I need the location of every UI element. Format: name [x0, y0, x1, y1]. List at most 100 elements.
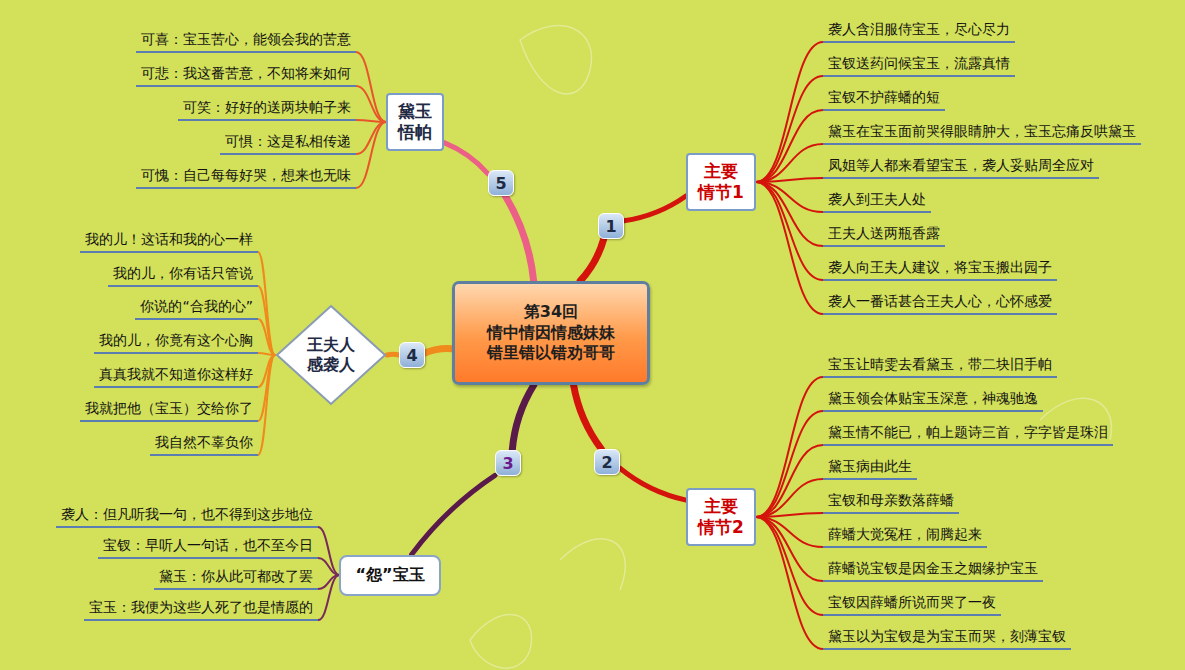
node-text: 宝钗和母亲数落薛蟠 [828, 491, 954, 509]
leaf-item: 袭人一番话甚合王夫人心，心怀感爱 [823, 291, 1057, 315]
connector [356, 122, 386, 188]
connector [580, 239, 604, 281]
leaf-item: 袭人到王夫人处 [823, 189, 931, 213]
leaf-item: 黛玉病由此生 [823, 456, 917, 480]
connector [258, 319, 275, 355]
callout-number-text: 3 [502, 454, 513, 473]
leaf-item: 可喜：宝玉苦心，能领会我的苦意 [136, 29, 356, 53]
node-text: 我的儿！这话和我的心一样 [85, 230, 253, 248]
callout-number: 1 [598, 213, 624, 239]
connector [756, 517, 823, 649]
node-text: 黛玉情不能已，帕上题诗三首，字字皆是珠泪 [828, 423, 1108, 441]
node-text: 黛玉以为宝钗是为宝玉而哭，刻薄宝钗 [828, 627, 1066, 645]
node-text: 情中情因情感妹妹 错里错以错劝哥哥 [481, 323, 621, 365]
callout-number: 5 [488, 170, 514, 196]
flower-outline [470, 26, 1112, 669]
connector [756, 144, 823, 182]
node-text: 可喜：宝玉苦心，能领会我的苦意 [141, 30, 351, 48]
node-text: 我的儿，你有话只管说 [113, 264, 253, 282]
leaf-item: 袭人含泪服侍宝玉，尽心尽力 [823, 19, 1015, 43]
connector [756, 76, 823, 182]
connector [258, 286, 275, 355]
connector [356, 52, 386, 122]
node-text: 王夫人感袭人 [304, 335, 358, 375]
node-text: 可愧：自己每每好哭，想来也无味 [141, 166, 351, 184]
connector [756, 42, 823, 182]
diamond-shape [277, 306, 385, 404]
connector [444, 143, 488, 174]
connector [756, 182, 823, 246]
node-text: 宝钗不护薛蟠的短 [828, 88, 940, 106]
node-text: 袭人：但凡听我一句，也不得到这步地位 [61, 505, 313, 523]
node-text: 袭人一番话甚合王夫人心，心怀感爱 [828, 292, 1052, 310]
leaf-item: 黛玉在宝玉面前哭得眼睛肿大，宝玉忘痛反哄黛玉 [823, 121, 1141, 145]
leaf-item: 薛蟠说宝钗是因金玉之姻缘护宝玉 [823, 558, 1043, 582]
node-text: 黛玉领会体贴宝玉深意，神魂驰逸 [828, 389, 1038, 407]
leaf-item: 可笑：好好的送两块帕子来 [178, 97, 356, 121]
node-text: “怨”宝玉 [355, 565, 424, 586]
leaf-item: 黛玉情不能已，帕上题诗三首，字字皆是珠泪 [823, 422, 1113, 446]
node-text: 宝钗因薛蟠所说而哭了一夜 [828, 593, 996, 611]
connector [756, 182, 823, 314]
connector [512, 385, 534, 450]
leaf-item: 可悲：我这番苦意，不知将来如何 [136, 63, 356, 87]
node-text: 黛玉病由此生 [828, 457, 912, 475]
connector [258, 355, 275, 455]
node-text: 可笑：好好的送两块帕子来 [183, 98, 351, 116]
callout-number: 2 [594, 449, 620, 475]
connector [356, 122, 386, 154]
leaf-item: 黛玉以为宝钗是为宝玉而哭，刻薄宝钗 [823, 626, 1071, 650]
callout-number: 3 [495, 450, 521, 476]
connector [425, 348, 452, 352]
leaf-item: 你说的“合我的心” [135, 296, 258, 320]
leaf-item: 宝钗：早听人一句话，也不至今日 [98, 535, 318, 559]
node-text: 真真我就不知道你这样好 [99, 365, 253, 383]
leaf-item: 宝钗送药问候宝玉，流露真情 [823, 53, 1015, 77]
leaf-item: 黛玉领会体贴宝玉深意，神魂驰逸 [823, 388, 1043, 412]
leaf-item: 我的儿，你竟有这个心胸 [94, 330, 258, 354]
leaf-item: 凤姐等人都来看望宝玉，袭人妥贴周全应对 [823, 155, 1099, 179]
node-text: 宝钗：早听人一句话，也不至今日 [103, 536, 313, 554]
leaf-item: 我的儿！这话和我的心一样 [80, 229, 258, 253]
node-text: 主要情节1 [697, 161, 745, 204]
leaf-item: 袭人：但凡听我一句，也不得到这步地位 [56, 504, 318, 528]
connector [756, 517, 823, 581]
connector [412, 475, 495, 554]
node-text: 宝钗送药问候宝玉，流露真情 [828, 54, 1010, 72]
connector [756, 182, 823, 280]
connector [258, 252, 275, 355]
node-text: 薛蟠说宝钗是因金玉之姻缘护宝玉 [828, 559, 1038, 577]
node-text: 可悲：我这番苦意，不知将来如何 [141, 64, 351, 82]
branch-box: “怨”宝玉 [339, 555, 440, 596]
connector [505, 196, 533, 281]
connector [756, 513, 823, 517]
leaf-item: 我自然不辜负你 [150, 432, 258, 456]
connector [356, 120, 386, 122]
connector [756, 411, 823, 517]
connector [356, 86, 386, 122]
branch-box: 主要情节1 [686, 153, 756, 212]
node-text: 可惧：这是私相传递 [225, 132, 351, 150]
node-text: 凤姐等人都来看望宝玉，袭人妥贴周全应对 [828, 156, 1094, 174]
leaf-item: 我就把他（宝玉）交给你了 [80, 398, 258, 422]
connector [756, 445, 823, 517]
leaf-item: 我的儿，你有话只管说 [108, 263, 258, 287]
callout-number-text: 4 [406, 346, 417, 365]
leaf-item: 宝钗因薛蟠所说而哭了一夜 [823, 592, 1001, 616]
leaf-item: 袭人向王夫人建议，将宝玉搬出园子 [823, 257, 1057, 281]
connector [756, 517, 823, 615]
leaf-item: 黛玉：你从此可都改了罢 [154, 566, 318, 590]
connector [318, 527, 339, 575]
connector [756, 178, 823, 182]
branch-box: 主要情节2 [686, 488, 756, 547]
node-text: 我的儿，你竟有这个心胸 [99, 331, 253, 349]
topic-diamond: 王夫人感袭人 [275, 304, 387, 406]
node-text: 主要情节2 [697, 496, 745, 539]
connector [574, 385, 602, 449]
callout-number: 4 [399, 342, 425, 368]
leaf-item: 宝钗和母亲数落薛蟠 [823, 490, 959, 514]
leaf-item: 薛蟠大觉冤枉，闹腾起来 [823, 524, 987, 548]
node-text: 我自然不辜负你 [155, 433, 253, 451]
leaf-item: 宝玉让晴雯去看黛玉，带二块旧手帕 [823, 354, 1057, 378]
callout-number-text: 2 [601, 453, 612, 472]
